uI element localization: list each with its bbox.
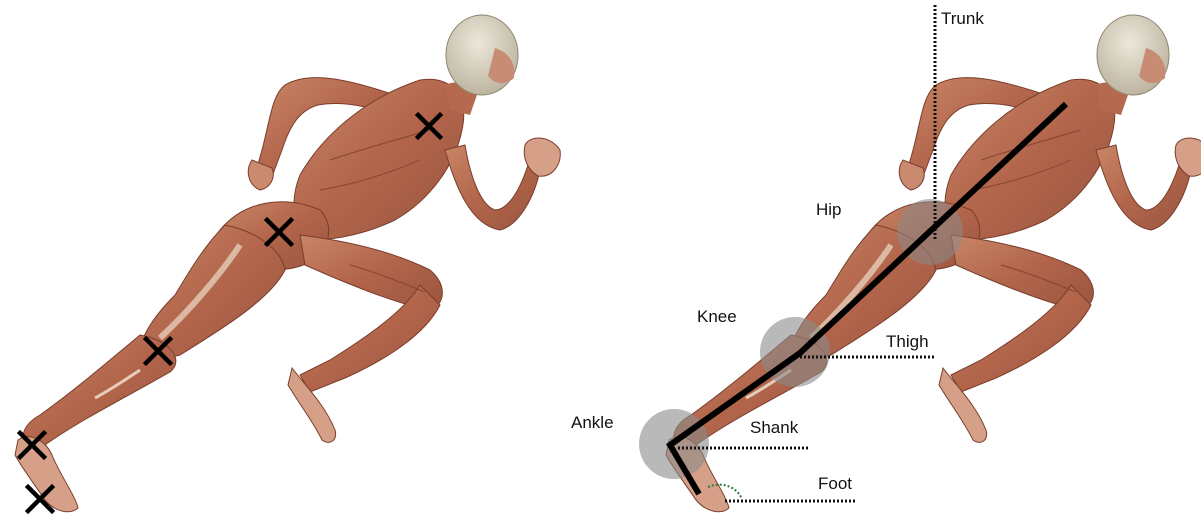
hip-label: Hip — [816, 200, 842, 219]
left-panel — [15, 15, 560, 512]
foot-label: Foot — [818, 474, 852, 493]
ankle-label: Ankle — [571, 413, 614, 432]
right-panel: Trunk Hip Knee Thigh Ankle Shank Foot — [571, 5, 1201, 512]
trunk-label: Trunk — [941, 9, 984, 28]
knee-label: Knee — [697, 307, 737, 326]
thigh-label: Thigh — [886, 332, 929, 351]
runner-figure-left — [15, 15, 560, 512]
shank-label: Shank — [750, 418, 799, 437]
